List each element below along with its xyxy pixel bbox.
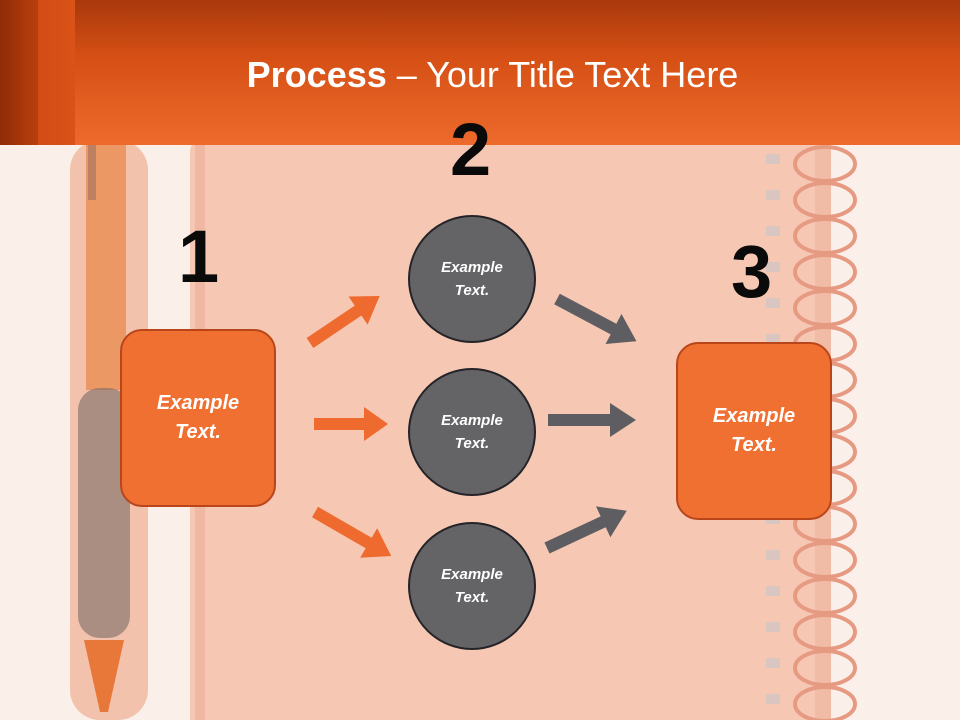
arrow-bottom-to-right: [544, 506, 627, 554]
title-rest: – Your Title Text Here: [386, 54, 739, 95]
circle-top-line2: Text.: [454, 282, 490, 299]
pen-tip: [84, 640, 124, 712]
circle-middle-line1: Example: [441, 412, 503, 429]
spiral-hole: [766, 298, 780, 308]
spiral-hole: [766, 334, 780, 344]
spiral-hole: [766, 658, 780, 668]
step-number-2: 2: [450, 108, 492, 191]
pen-clip: [88, 140, 96, 200]
orange-arrows: [306, 296, 392, 558]
circle-bottom-line2: Text.: [454, 589, 490, 606]
arrow-left-to-top: [306, 296, 380, 348]
circle-top-line1: Example: [441, 259, 503, 276]
spiral-hole: [766, 262, 780, 272]
spiral-hole: [766, 154, 780, 164]
left-box-line2: Text.: [175, 421, 221, 443]
right-box-line2: Text.: [731, 434, 777, 456]
spiral-hole: [766, 550, 780, 560]
spiral-hole: [766, 586, 780, 596]
gray-arrows: [544, 293, 637, 554]
spiral-hole: [766, 694, 780, 704]
arrow-middle-to-right: [548, 403, 636, 437]
title-bold: Process: [246, 54, 387, 95]
spiral-ring: [793, 685, 857, 720]
arrow-left-to-middle: [314, 407, 388, 441]
spiral-hole: [766, 622, 780, 632]
step-number-3: 3: [731, 230, 773, 313]
circle-bottom-line1: Example: [441, 566, 503, 583]
arrow-top-to-right: [554, 293, 637, 345]
pen-image: [70, 140, 148, 720]
circle-middle-line2: Text.: [454, 435, 490, 452]
arrow-left-to-bottom: [312, 506, 392, 558]
spiral-hole: [766, 226, 780, 236]
slide-title: Process – Your Title Text Here: [0, 52, 960, 98]
spiral-hole: [766, 190, 780, 200]
right-box-line1: Example: [712, 405, 796, 427]
header-bar: [0, 0, 960, 145]
step-number-1: 1: [178, 215, 220, 298]
header-accent: [0, 0, 75, 145]
pen-grip: [78, 388, 130, 638]
left-box-line1: Example: [156, 392, 240, 414]
